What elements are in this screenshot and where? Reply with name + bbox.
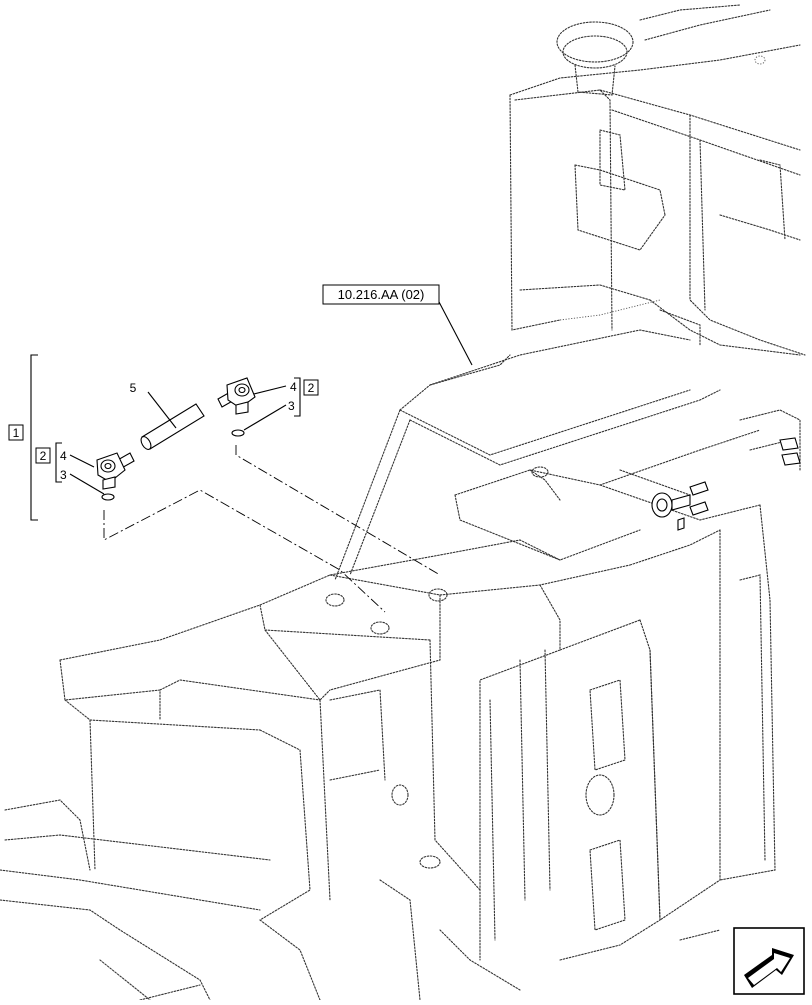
callout-kit-label: 1 <box>13 426 20 440</box>
elbow-fitting-left <box>96 452 135 501</box>
centre-line-left <box>103 489 386 613</box>
callout-item-4-right: 4 <box>290 380 297 394</box>
callout-group-left-label: 2 <box>40 449 47 463</box>
reference-label[interactable]: 10.216.AA (02) <box>338 287 425 302</box>
callout-item-4-left: 4 <box>60 449 67 463</box>
reference-label-group[interactable]: 10.216.AA (02) <box>322 284 440 305</box>
callout-leaders <box>30 354 301 521</box>
callout-item-3-right: 3 <box>288 399 295 413</box>
elbow-fitting-right <box>217 377 256 437</box>
callout-kit: 1 <box>8 424 24 441</box>
callout-group-left: 2 <box>35 447 51 464</box>
reference-leader <box>437 299 473 366</box>
tank-outline <box>0 4 806 1001</box>
callout-item-3-left: 3 <box>60 468 67 482</box>
callout-item-5: 5 <box>130 381 137 395</box>
hose-part <box>140 403 205 450</box>
centre-line-right <box>235 445 441 576</box>
next-page-arrow-icon[interactable] <box>733 927 805 995</box>
callout-group-right-label: 2 <box>308 381 315 395</box>
tank-fittings <box>651 437 801 531</box>
callout-group-right: 2 <box>303 379 319 396</box>
